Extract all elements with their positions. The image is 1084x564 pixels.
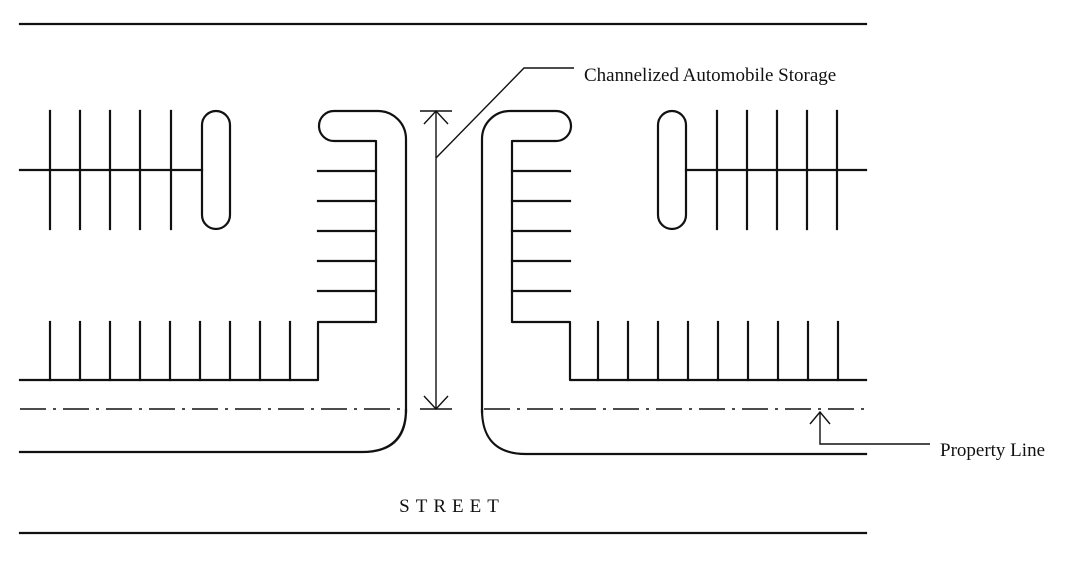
storage-dimension-arrow bbox=[420, 109, 452, 411]
right-curb-return bbox=[480, 408, 868, 456]
right-lot-outline bbox=[480, 109, 868, 414]
property-line-marker bbox=[809, 410, 930, 445]
left-curb-return bbox=[18, 408, 408, 454]
left-upper-parking-block bbox=[18, 109, 232, 231]
property-line-leader bbox=[819, 412, 930, 445]
right-upper-parking-block bbox=[656, 109, 868, 231]
right-island bbox=[656, 109, 688, 231]
storage-label: Channelized Automobile Storage bbox=[584, 65, 836, 86]
left-island bbox=[200, 109, 232, 231]
property-line-label: Property Line bbox=[940, 440, 1045, 461]
left-lower-parking-block bbox=[18, 109, 408, 454]
storage-leader-line bbox=[435, 67, 574, 159]
street-label: STREET bbox=[399, 496, 505, 517]
right-lower-parking-block bbox=[480, 109, 868, 456]
left-lot-outline bbox=[18, 109, 408, 414]
